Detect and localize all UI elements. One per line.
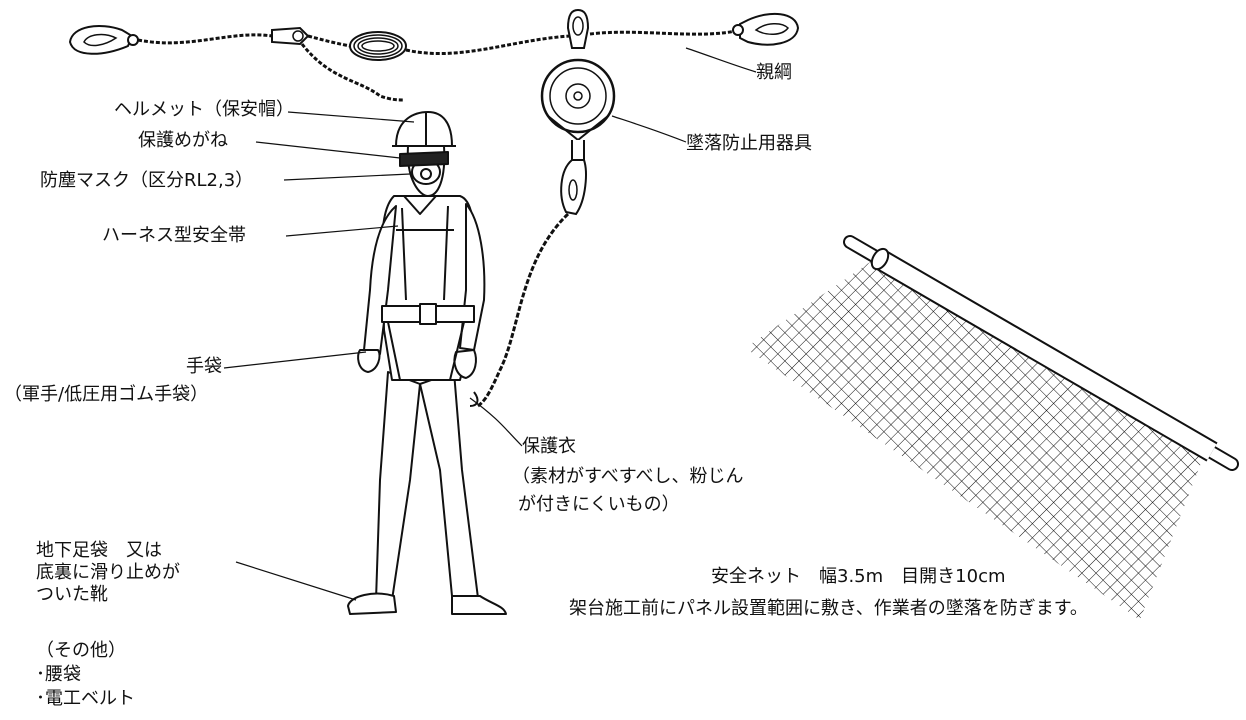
gloves-note: （軍手/低圧用ゴム手袋） (4, 384, 209, 405)
clothing-note-2: が付きにくいもの） (518, 494, 680, 515)
worker-figure (347, 111, 507, 615)
mask-label: 防塵マスク（区分RL2,3） (40, 170, 254, 191)
clothing-note-1: （素材がすべすべし、粉じん (512, 466, 744, 487)
shoes-label-2: 底裏に滑り止めが (36, 562, 180, 583)
fall-arrester-device (477, 8, 616, 408)
clothing-label: 保護衣 (522, 436, 576, 457)
leader-lines (223, 47, 757, 601)
others-item-1: ･腰袋 (36, 664, 81, 685)
harness-label: ハーネス型安全帯 (102, 225, 246, 246)
safety-net (745, 235, 1239, 620)
net-description: 架台施工前にパネル設置範囲に敷き、作業者の墜落を防ぎます。 (569, 598, 1088, 619)
goggles-label: 保護めがね (138, 130, 228, 151)
others-title: （その他） (36, 640, 126, 661)
others-item-2: ･電工ベルト (36, 688, 135, 709)
gloves-label: 手袋 (186, 356, 222, 377)
lifeline-rope (68, 12, 800, 102)
lifeline-label: 親綱 (756, 62, 792, 83)
shoes-label-3: ついた靴 (36, 584, 108, 605)
fall-arrester-label: 墜落防止用器具 (686, 133, 812, 154)
shoes-label-1: 地下足袋 又は (36, 540, 162, 561)
helmet-label: ヘルメット（保安帽） (114, 99, 294, 120)
net-spec-label: 安全ネット 幅3.5m 目開き10cm (711, 566, 1006, 587)
